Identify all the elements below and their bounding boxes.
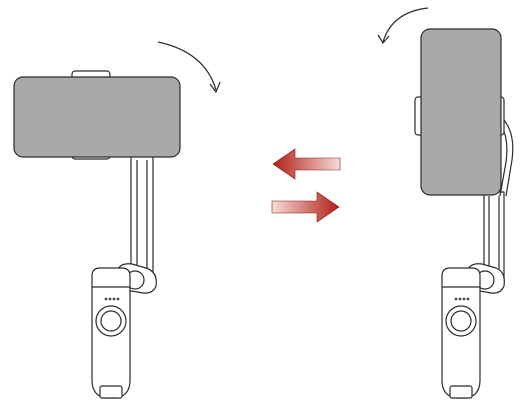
joystick: [445, 305, 477, 337]
portrait-gimbal: [377, 7, 514, 399]
phone-portrait: [420, 28, 502, 196]
status-leds: [454, 297, 470, 301]
switch-right-arrow-icon: [271, 191, 340, 223]
joystick: [95, 305, 127, 337]
landscape-gimbal: [13, 41, 221, 399]
status-leds: [104, 297, 120, 301]
switch-left-arrow-icon: [272, 148, 341, 180]
rotate-clockwise-arrow-icon: [157, 41, 221, 93]
phone-landscape: [13, 76, 181, 158]
extension-arm: [130, 155, 154, 283]
rotate-counterclockwise-arrow-icon: [377, 7, 429, 44]
